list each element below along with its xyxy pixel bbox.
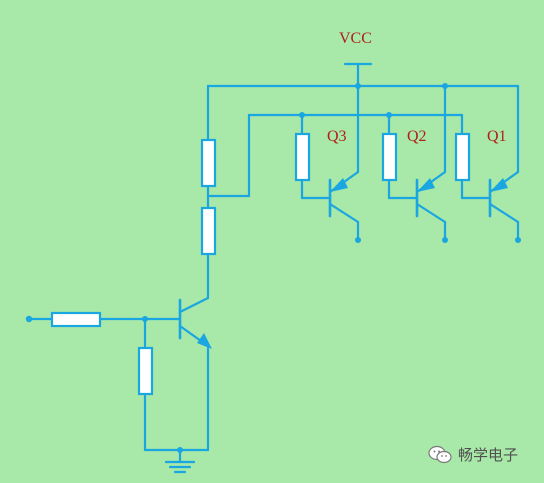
base-bus [206,112,464,198]
q1-label: Q1 [487,128,507,145]
bias-resistor-lower [200,206,217,256]
input-stage [25,311,182,452]
q3-stage [294,84,361,243]
vcc-label: VCC [339,30,372,47]
q1-stage [454,113,521,243]
q3-label: Q3 [327,128,347,145]
bias-resistor-upper [200,138,217,188]
vcc-rail [206,83,520,174]
wechat-icon [428,445,452,463]
watermark-text: 畅学电子 [458,446,519,464]
q2-label: Q2 [407,128,427,145]
q2-stage [381,84,448,243]
watermark: 畅学电子 [428,444,518,465]
ground-symbol [143,447,210,474]
vcc-terminal [343,62,373,88]
driver-transistor [178,296,212,452]
